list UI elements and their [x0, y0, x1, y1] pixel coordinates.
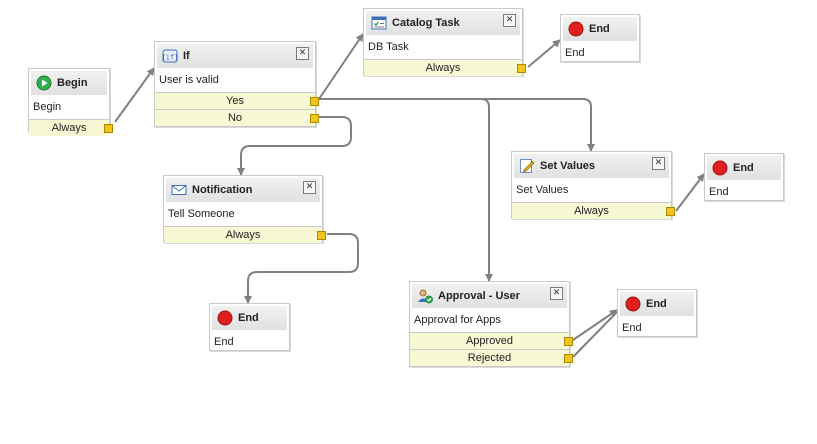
port-approved[interactable]: Approved: [410, 332, 573, 349]
port-label: Approved: [465, 335, 514, 347]
wire-begin-to-if: [114, 67, 155, 123]
port-label: Rejected: [467, 352, 512, 364]
activity-description: End: [622, 322, 642, 334]
wire-set-values-to-end: [675, 173, 705, 212]
connector-dot[interactable]: [310, 97, 319, 106]
port-label: Always: [425, 62, 461, 74]
user-approval-icon: [416, 287, 434, 305]
activity-header[interactable]: End: [563, 17, 637, 41]
activity-description: End: [565, 47, 585, 59]
envelope-icon: [170, 181, 188, 199]
connector-dot[interactable]: [666, 207, 675, 216]
port-label: Yes: [226, 95, 244, 107]
activity-header[interactable]: Approval - User: [412, 284, 567, 308]
stop-icon: [567, 20, 585, 38]
connector-dot[interactable]: [517, 64, 526, 73]
activity-notification[interactable]: Notification ✕ Tell Someone Always: [163, 175, 326, 243]
activity-description: Approval for Apps: [414, 314, 501, 326]
port-always[interactable]: Always: [164, 226, 326, 243]
wire-approved-to-end: [572, 309, 618, 341]
activity-header[interactable]: Set Values: [514, 154, 669, 178]
catalog-task-icon: [370, 14, 388, 32]
close-icon[interactable]: ✕: [652, 157, 665, 170]
connector-dot[interactable]: [104, 124, 113, 133]
connector-dot[interactable]: [564, 354, 573, 363]
activity-description: Set Values: [516, 184, 569, 196]
activity-end[interactable]: End End: [704, 153, 784, 201]
connector-dot[interactable]: [564, 337, 573, 346]
wire-if-yes-to-catalog-task: [318, 33, 364, 100]
port-label: Always: [225, 229, 261, 241]
activity-end[interactable]: End End: [209, 303, 290, 351]
wire-if-yes-to-approval: [319, 98, 493, 282]
port-yes[interactable]: Yes: [155, 92, 319, 109]
stop-icon: [216, 309, 234, 327]
activity-title: If: [183, 50, 190, 62]
activity-set-values[interactable]: Set Values ✕ Set Values Always: [511, 151, 675, 219]
activity-title: Set Values: [540, 160, 596, 172]
wire-catalog-to-end: [527, 39, 561, 68]
port-label: Always: [574, 205, 609, 217]
close-icon[interactable]: ✕: [303, 181, 316, 194]
close-icon[interactable]: ✕: [503, 14, 516, 27]
port-rejected[interactable]: Rejected: [410, 349, 573, 366]
activity-description: Begin: [33, 101, 62, 113]
if-script-icon: {if}: [161, 47, 179, 65]
activity-description: End: [709, 186, 729, 198]
activity-end[interactable]: End End: [617, 289, 697, 337]
activity-if[interactable]: {if} If ✕ User is valid Yes No: [154, 41, 319, 127]
activity-description: End: [214, 336, 234, 348]
port-always[interactable]: Always: [29, 119, 113, 136]
activity-title: End: [733, 162, 754, 174]
connector-dot[interactable]: [317, 231, 326, 240]
activity-header[interactable]: Begin: [31, 71, 107, 95]
activity-begin[interactable]: Begin Begin Always: [28, 68, 113, 136]
activity-header[interactable]: End: [620, 292, 694, 316]
port-no[interactable]: No: [155, 109, 319, 126]
activity-description: DB Task: [368, 41, 409, 53]
activity-header[interactable]: End: [212, 306, 287, 330]
port-always[interactable]: Always: [512, 202, 675, 219]
activity-catalog-task[interactable]: Catalog Task ✕ DB Task Always: [363, 8, 526, 76]
stop-icon: [711, 159, 729, 177]
close-icon[interactable]: ✕: [550, 287, 563, 300]
activity-header[interactable]: Notification: [166, 178, 320, 202]
wire-notification-to-end: [244, 233, 359, 304]
wire-rejected-to-end: [572, 311, 618, 358]
activity-description: User is valid: [159, 74, 219, 86]
activity-title: Notification: [192, 184, 253, 196]
activity-title: End: [238, 312, 259, 324]
activity-title: End: [646, 298, 667, 310]
activity-header[interactable]: {if} If: [157, 44, 313, 68]
play-icon: [35, 74, 53, 92]
port-label: Always: [51, 122, 87, 134]
port-label: No: [227, 112, 243, 124]
activity-header[interactable]: End: [707, 156, 781, 180]
activity-title: Begin: [57, 77, 88, 89]
activity-description: Tell Someone: [168, 208, 235, 220]
connector-dot[interactable]: [310, 114, 319, 123]
svg-text:{if}: {if}: [162, 54, 178, 62]
close-icon[interactable]: ✕: [296, 47, 309, 60]
activity-title: Catalog Task: [392, 17, 460, 29]
port-always[interactable]: Always: [364, 59, 526, 76]
stop-icon: [624, 295, 642, 313]
activity-end[interactable]: End End: [560, 14, 640, 62]
activity-approval-user[interactable]: Approval - User ✕ Approval for Apps Appr…: [409, 281, 573, 367]
pencil-icon: [518, 157, 536, 175]
activity-title: End: [589, 23, 610, 35]
activity-header[interactable]: Catalog Task: [366, 11, 520, 35]
activity-title: Approval - User: [438, 290, 520, 302]
wire-if-yes-to-set-values: [319, 98, 595, 152]
